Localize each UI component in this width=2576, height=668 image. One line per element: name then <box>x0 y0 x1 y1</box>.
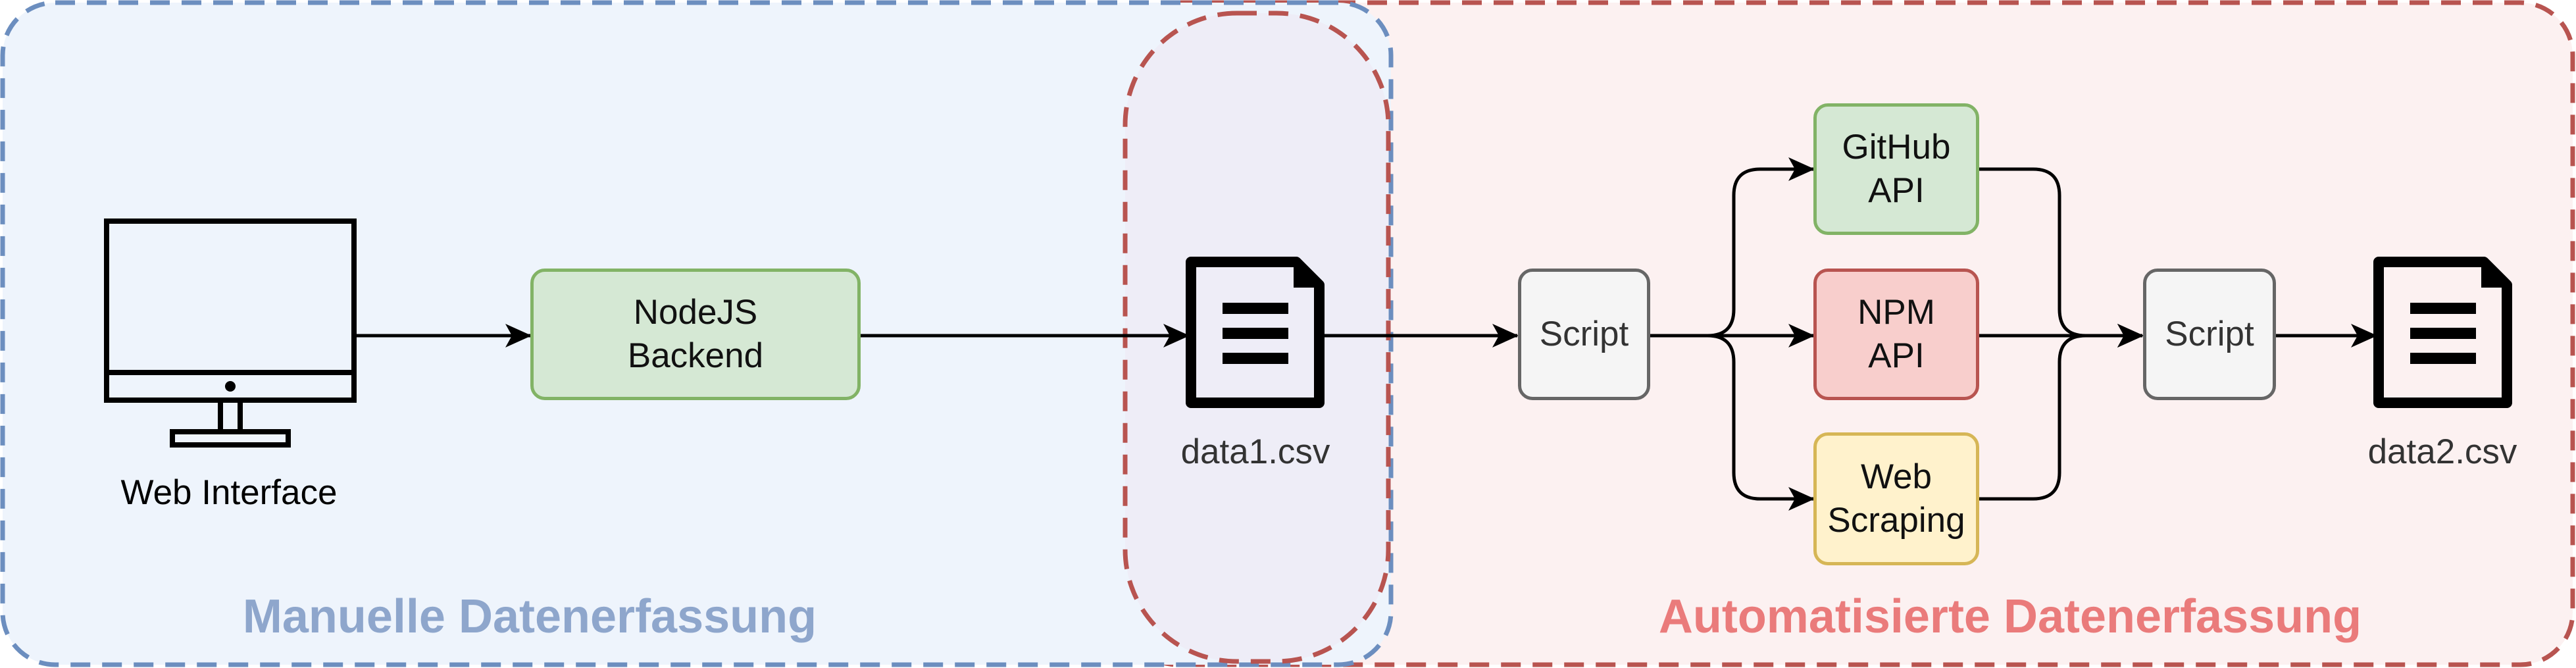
node-label-line: Backend <box>627 336 764 375</box>
nodejs-backend-node: NodeJS Backend <box>530 269 861 400</box>
script-node: Script <box>2143 269 2276 400</box>
edge-script1-to-scraping <box>1650 334 1815 511</box>
node-label-line: API <box>1868 336 1925 375</box>
node-label: Script <box>1539 315 1629 353</box>
node-label-line: GitHub <box>1842 128 1951 167</box>
document-icon <box>1186 257 1325 408</box>
npm-api-node: NPM API <box>1813 269 1979 400</box>
script-node: Script <box>1518 269 1650 400</box>
node-label-line: NPM <box>1857 293 1935 332</box>
manual-region-title: Manuelle Datenerfassung <box>242 590 817 643</box>
node-label-line: Scraping <box>1827 501 1965 540</box>
monitor-power-dot <box>225 381 236 392</box>
web-interface-label: Web Interface <box>120 473 338 512</box>
github-api-node: GitHub API <box>1813 103 1979 235</box>
data2-label: data2.csv <box>2367 432 2517 471</box>
web-scraping-node: Web Scraping <box>1813 432 1979 565</box>
monitor-icon <box>104 218 357 448</box>
node-label-line: Web <box>1860 457 1932 496</box>
data1-label: data1.csv <box>1180 432 1330 471</box>
edge-scraping-to-script2 <box>1979 324 2144 501</box>
node-label: Script <box>2165 315 2254 353</box>
auto-region-title: Automatisierte Datenerfassung <box>1658 590 2362 643</box>
node-label-line: API <box>1868 171 1925 210</box>
document-icon <box>2373 257 2512 408</box>
node-label-line: NodeJS <box>633 293 758 332</box>
